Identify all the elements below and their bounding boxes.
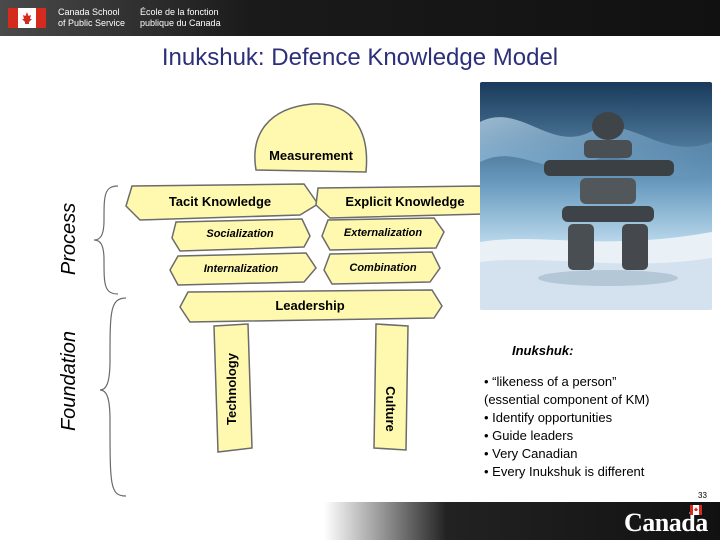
header-bar: Canada School of Public Service École de… — [0, 0, 720, 36]
culture-label: Culture — [383, 386, 398, 432]
bullet-item: • Identify opportunities — [484, 410, 613, 425]
canada-flag-icon — [8, 8, 46, 28]
page-title: Inukshuk: Defence Knowledge Model — [161, 44, 559, 71]
bullet-item: • Guide leaders — [484, 428, 574, 443]
culture-stone — [373, 323, 409, 451]
measurement-label: Measurement — [269, 148, 353, 163]
caption-title: Inukshuk: — [512, 343, 574, 358]
measurement-stone — [254, 103, 368, 173]
socialization-label: Socialization — [206, 228, 274, 240]
combination-stone — [323, 251, 441, 285]
socialization-stone — [171, 218, 311, 252]
leadership-label: Leadership — [275, 298, 345, 313]
explicit-knowledge-label: Explicit Knowledge — [345, 194, 465, 209]
externalization-label: Externalization — [343, 227, 423, 239]
technology-stone — [213, 323, 253, 453]
inukshuk-photo — [480, 82, 712, 310]
process-bracket — [93, 185, 119, 295]
internalization-label: Internalization — [203, 263, 279, 275]
bullet-item: (essential component of KM) — [484, 392, 650, 407]
combination-label: Combination — [349, 262, 417, 274]
bullet-item: • Every Inukshuk is different — [484, 464, 645, 479]
bullet-item: • “likeness of a person” — [484, 374, 617, 389]
tacit-knowledge-label: Tacit Knowledge — [168, 194, 272, 209]
org-name-en: Canada School of Public Service — [58, 7, 126, 28]
footer-bar — [0, 502, 720, 540]
tacit-stone — [125, 183, 320, 221]
internalization-stone — [169, 252, 317, 286]
caption-bullets: • “likeness of a person” (essential comp… — [484, 373, 714, 481]
foundation-bracket — [99, 297, 127, 497]
bullet-item: • Very Canadian — [484, 446, 578, 461]
org-name-fr: École de la fonction publique du Canada — [140, 7, 221, 28]
technology-label: Technology — [224, 353, 239, 425]
wordmark-flag-icon — [690, 505, 702, 515]
externalization-stone — [321, 217, 445, 251]
foundation-label: Foundation — [58, 330, 80, 432]
leadership-stone — [179, 289, 443, 323]
process-label: Process — [58, 202, 80, 276]
page-number: 33 — [698, 491, 707, 500]
